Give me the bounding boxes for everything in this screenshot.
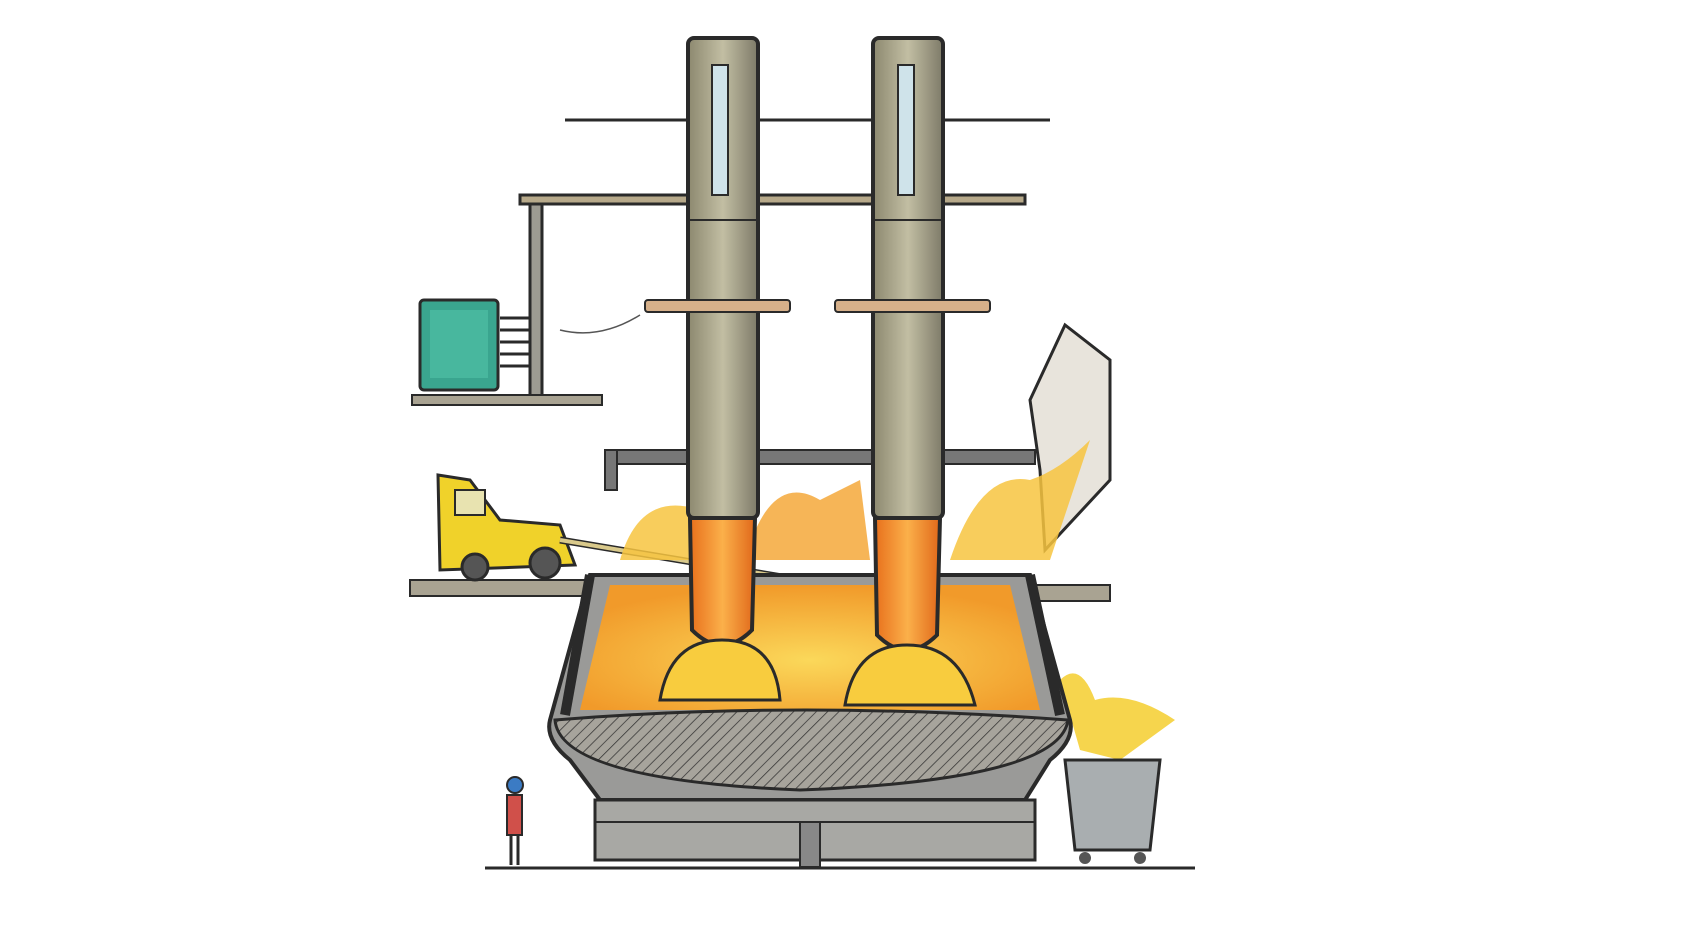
- electrode-left: [644, 36, 791, 702]
- charging-platform: [409, 579, 1111, 602]
- electrode-right: [834, 36, 991, 707]
- flames: [620, 440, 1175, 760]
- furnace-shell: [547, 573, 1073, 868]
- transformer: [411, 298, 641, 406]
- slag-ladle: [1063, 758, 1162, 864]
- worker-figure: [506, 776, 524, 865]
- upper-rails: [518, 118, 1050, 406]
